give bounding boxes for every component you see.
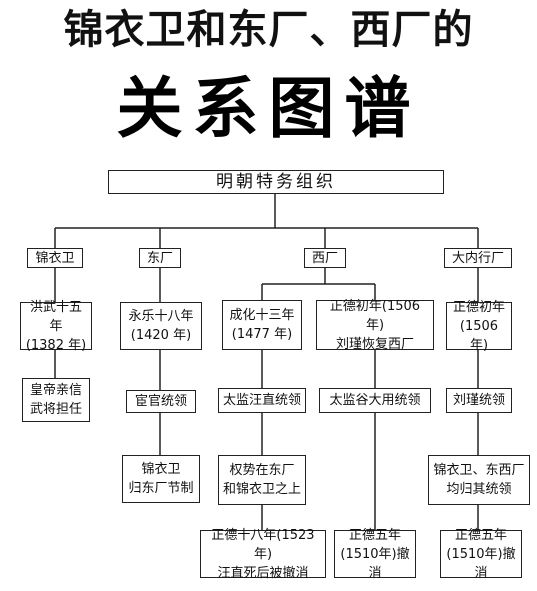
xichang-right-node-2: 太监谷大用统领: [319, 388, 431, 413]
xichang-left-node-3: 权势在东厂 和锦衣卫之上: [218, 455, 306, 505]
xichang-right-node-1-text: 正德初年(1506 年) 刘瑾恢复西厂: [329, 298, 421, 352]
xichang-left-node-4: 正德十八年(1523年) 汪直死后被撤消: [200, 528, 326, 581]
neixingchang-node-4-text: 正德五年 (1510年)撤消: [446, 527, 516, 581]
xichang-left-node-2-text: 太监汪直统领: [223, 393, 302, 408]
neixingchang-node-3-text: 锦衣卫、东西厂 均归其统领: [433, 463, 525, 497]
jinyiwei-node-2-text: 皇帝亲信 武将担任: [29, 383, 82, 417]
xichang-right-node-3-text: 正德五年 (1510年)撤消: [340, 527, 410, 581]
xichang-right-node-1: 正德初年(1506 年) 刘瑾恢复西厂: [316, 299, 434, 352]
neixingchang-node-1: 正德初年 (1506 年): [446, 300, 512, 353]
xichang-left-node-2: 太监汪直统领: [218, 388, 306, 413]
root-label: 明朝特务组织: [216, 171, 336, 192]
jinyiwei-node-1: 洪武十五年 (1382 年): [20, 300, 92, 353]
branch-neixingchang-label: 大内行厂: [451, 250, 504, 266]
branch-dongchang: 东厂: [139, 248, 181, 268]
title-line-2: 关系图谱: [116, 69, 421, 147]
xichang-left-node-4-text: 正德十八年(1523年) 汪直死后被撤消: [211, 527, 315, 581]
branch-jinyiwei: 锦衣卫: [27, 248, 83, 268]
dongchang-node-2: 宦官统领: [126, 390, 196, 413]
xichang-right-node-3: 正德五年 (1510年)撤消: [334, 528, 416, 581]
dongchang-node-1-text: 永乐十八年 (1420 年): [128, 309, 194, 343]
xichang-left-node-1-text: 成化十三年 (1477 年): [229, 308, 295, 342]
branch-xichang: 西厂: [304, 248, 346, 268]
branch-xichang-label: 西厂: [311, 250, 338, 266]
neixingchang-node-3: 锦衣卫、东西厂 均归其统领: [428, 455, 530, 505]
xichang-left-node-1: 成化十三年 (1477 年): [222, 300, 302, 350]
branch-dongchang-label: 东厂: [146, 250, 173, 266]
xichang-right-node-2-text: 太监谷大用统领: [329, 393, 421, 408]
branch-jinyiwei-label: 锦衣卫: [35, 250, 75, 266]
neixingchang-node-4: 正德五年 (1510年)撤消: [440, 528, 522, 581]
root-node: 明朝特务组织: [108, 170, 444, 194]
branch-neixingchang: 大内行厂: [444, 248, 512, 268]
dongchang-node-3: 锦衣卫 归东厂节制: [122, 455, 200, 503]
title-line-1: 锦衣卫和东厂、西厂的: [63, 7, 474, 53]
neixingchang-node-2-text: 刘瑾统领: [452, 393, 505, 408]
jinyiwei-node-2: 皇帝亲信 武将担任: [22, 378, 90, 422]
jinyiwei-node-1-text: 洪武十五年 (1382 年): [25, 299, 87, 353]
dongchang-node-1: 永乐十八年 (1420 年): [120, 302, 202, 350]
neixingchang-node-2: 刘瑾统领: [446, 388, 512, 413]
xichang-left-node-3-text: 权势在东厂 和锦衣卫之上: [223, 463, 302, 497]
dongchang-node-3-text: 锦衣卫 归东厂节制: [128, 462, 194, 496]
dongchang-node-2-text: 宦官统领: [134, 394, 187, 409]
neixingchang-node-1-text: 正德初年 (1506 年): [452, 299, 505, 353]
